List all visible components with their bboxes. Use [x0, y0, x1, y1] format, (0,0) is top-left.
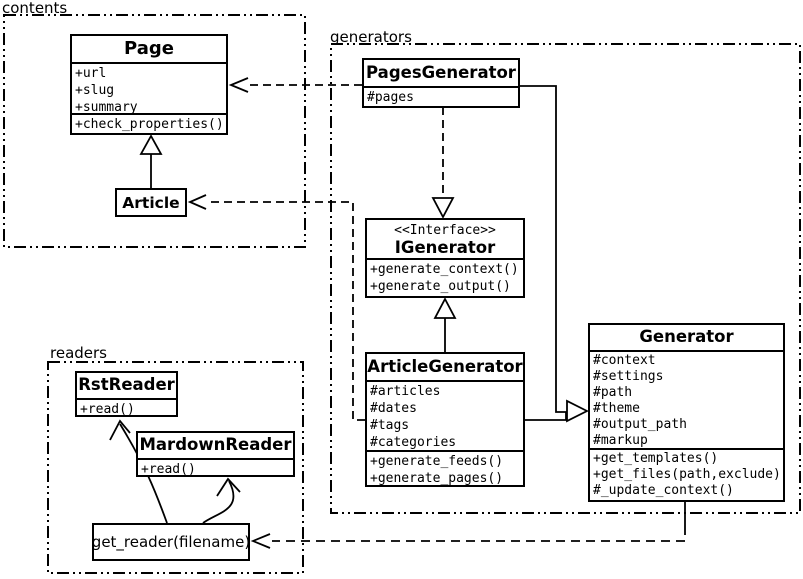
attribute-row: #context	[593, 353, 656, 368]
class-page-methods: +check_properties()	[72, 115, 226, 133]
class-generator-methods: +get_templates() +get_files(path,exclude…	[590, 450, 783, 500]
method-row: +generate_output()	[370, 279, 511, 294]
class-articlegenerator-attributes: #articles #dates #tags #categories	[367, 382, 523, 452]
attribute-row: #markup	[593, 433, 648, 448]
class-article-title: Article	[122, 193, 180, 212]
interface-stereotype: <<Interface>>	[394, 223, 496, 238]
class-igenerator-title: <<Interface>> IGenerator	[367, 220, 523, 260]
package-frame-generators	[330, 43, 801, 514]
package-label-contents: contents	[2, 0, 68, 17]
class-mardownreader-title: MardownReader	[138, 433, 293, 460]
dependency-pagesgenerator-page-arrowhead	[228, 77, 249, 93]
generalization-article-page-triangle	[139, 134, 163, 155]
class-rstreader-methods: +read()	[77, 400, 176, 417]
class-page-attributes: +url +slug +summary	[72, 64, 226, 115]
class-generator-title: Generator	[590, 325, 783, 352]
interface-name: IGenerator	[394, 238, 496, 257]
class-pagesgenerator-title: PagesGenerator	[364, 60, 518, 88]
arrow-getreader-rstreader-arrowhead	[109, 419, 131, 441]
attribute-row: #theme	[593, 401, 640, 416]
function-getreader: get_reader(filename)	[92, 523, 250, 561]
attribute-row: +url	[75, 66, 107, 81]
package-label-readers: readers	[50, 344, 107, 362]
realization-pagesgenerator-igenerator-triangle	[431, 197, 455, 219]
attribute-row: #settings	[593, 369, 664, 384]
class-rstreader: RstReader +read()	[75, 371, 178, 417]
dependency-articlegenerator-article-line	[206, 201, 365, 421]
package-frame-readers	[47, 361, 304, 574]
attribute-row: #articles	[370, 384, 441, 399]
class-articlegenerator: ArticleGenerator #articles #dates #tags …	[365, 352, 525, 487]
class-page-title: Page	[72, 36, 226, 64]
class-pagesgenerator-attributes: #pages	[364, 88, 518, 106]
class-article: Article	[115, 188, 187, 217]
function-getreader-label: get_reader(filename)	[92, 533, 250, 551]
method-row: +generate_feeds()	[370, 454, 504, 469]
method-row: +generate_pages()	[370, 471, 504, 486]
arrow-getreader-mardownreader-curve	[202, 480, 235, 524]
attribute-row: +summary	[75, 100, 138, 115]
arrow-getreader-mardownreader-arrowhead	[216, 477, 241, 497]
class-generator: Generator #context #settings #path #them…	[588, 323, 785, 502]
class-mardownreader: MardownReader +read()	[136, 431, 295, 477]
class-mardownreader-methods: +read()	[138, 460, 293, 477]
class-generator-attributes: #context #settings #path #theme #output_…	[590, 352, 783, 450]
attribute-row: #output_path	[593, 417, 687, 432]
method-row: +get_files(path,exclude)	[593, 467, 781, 482]
method-row: +generate_context()	[370, 262, 519, 277]
attribute-row: +slug	[75, 83, 115, 98]
dependency-generator-getreader-arrowhead	[250, 533, 271, 549]
attribute-row: #pages	[367, 90, 414, 105]
class-igenerator: <<Interface>> IGenerator +generate_conte…	[365, 218, 525, 298]
package-label-generators: generators	[330, 28, 412, 46]
attribute-row: #dates	[370, 401, 417, 416]
generalization-pagesgenerator-generator-line	[520, 85, 567, 413]
attribute-row: #categories	[370, 435, 457, 450]
generalization-articlegenerator-igenerator-triangle	[433, 297, 457, 319]
package-frame-contents	[3, 14, 306, 248]
class-articlegenerator-methods: +generate_feeds() +generate_pages()	[367, 452, 523, 486]
attribute-row: #tags	[370, 418, 410, 433]
class-rstreader-title: RstReader	[77, 373, 176, 400]
generalization-generator-triangle	[566, 399, 590, 423]
method-row: +read()	[141, 462, 196, 477]
class-articlegenerator-title: ArticleGenerator	[367, 354, 523, 382]
class-pagesgenerator: PagesGenerator #pages	[362, 58, 520, 108]
method-row: +get_templates()	[593, 451, 719, 466]
method-row: +read()	[80, 402, 135, 417]
class-page: Page +url +slug +summary +check_properti…	[70, 34, 228, 135]
dependency-articlegenerator-article-arrowhead	[187, 194, 207, 210]
attribute-row: #path	[593, 385, 633, 400]
method-row: #_update_context()	[593, 483, 734, 498]
method-row: +check_properties()	[75, 117, 224, 132]
class-igenerator-methods: +generate_context() +generate_output()	[367, 260, 523, 296]
dependency-generator-getreader-line	[272, 526, 686, 542]
generalization-articlegenerator-generator-line	[525, 412, 567, 421]
